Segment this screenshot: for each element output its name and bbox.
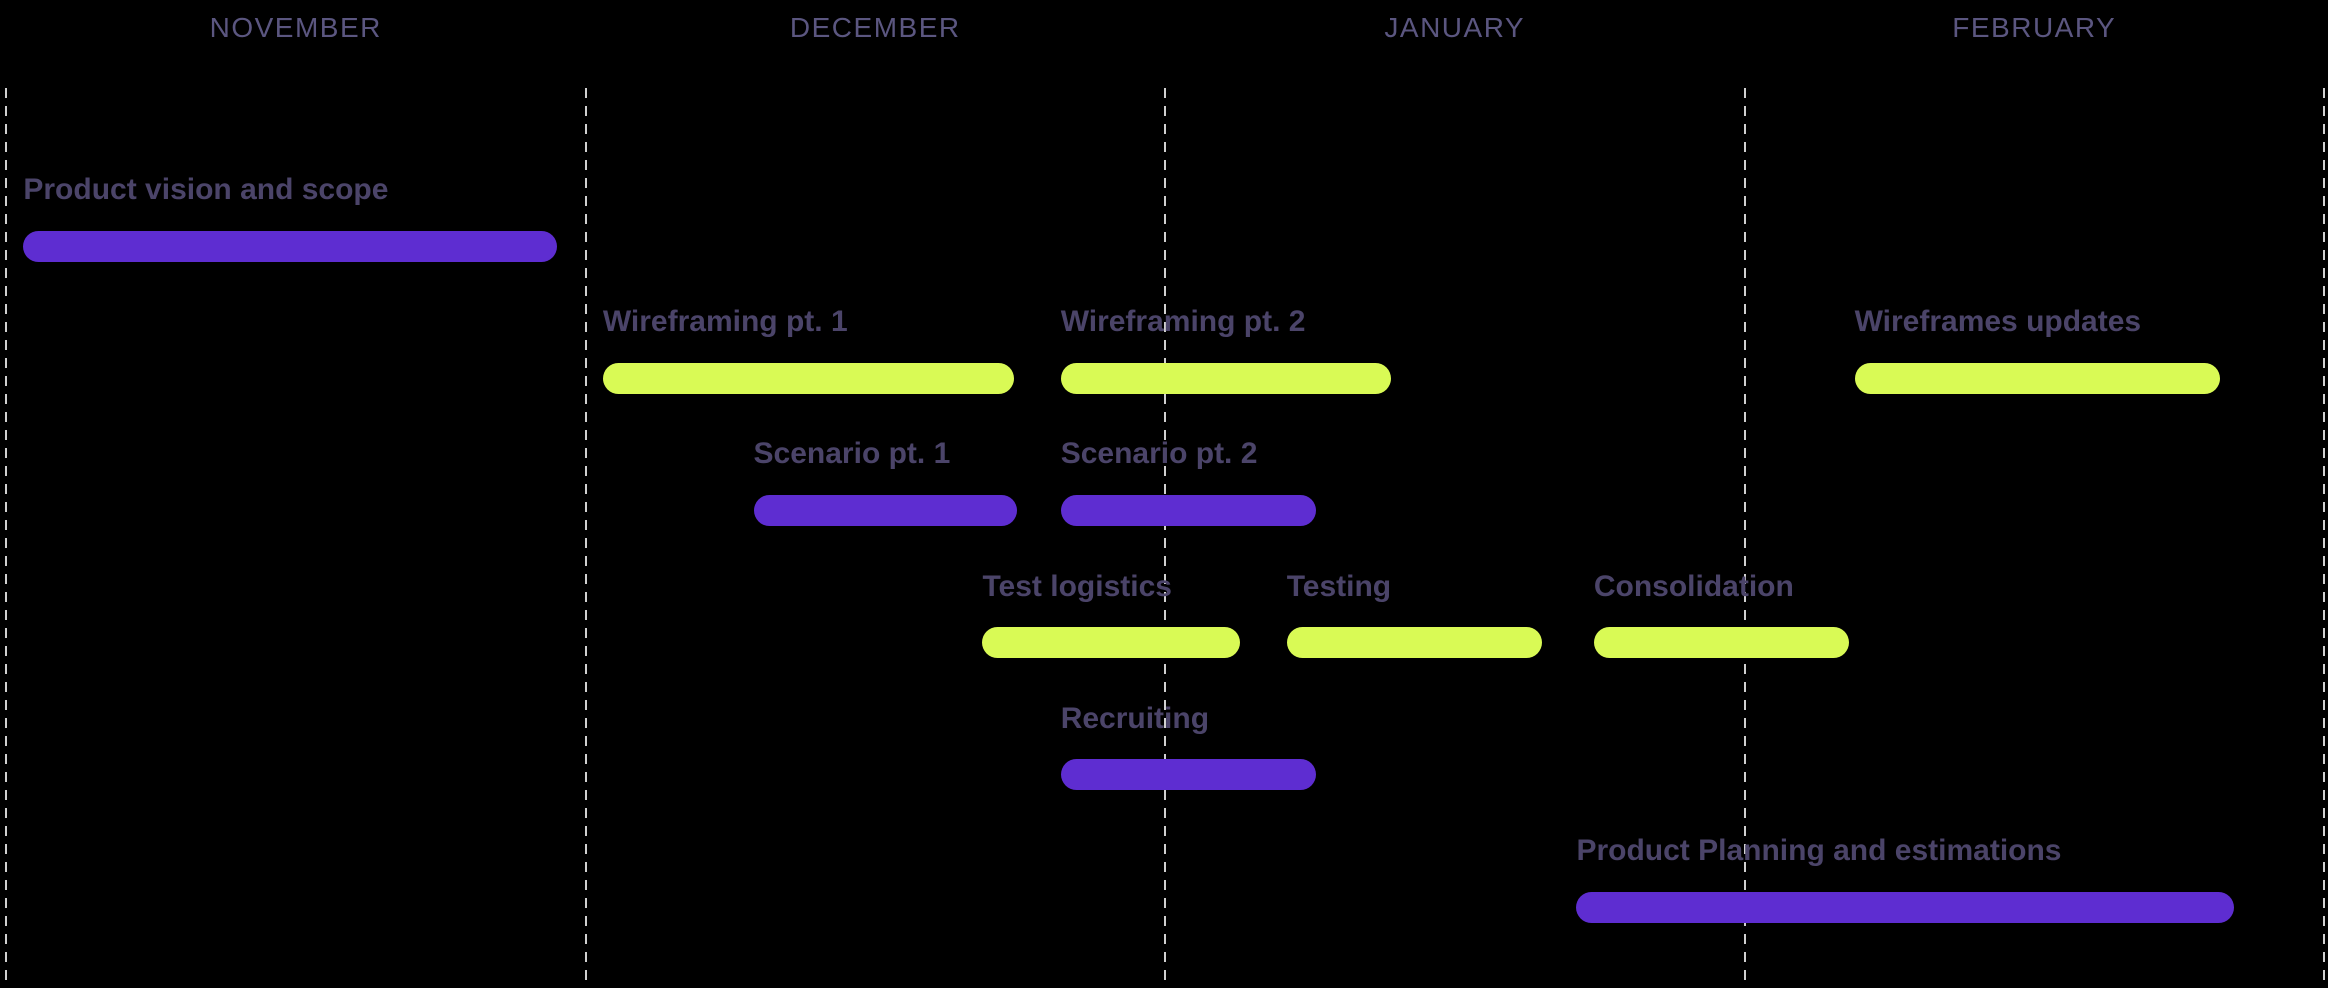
task-bar (1286, 627, 1542, 659)
month-label-december: DECEMBER (789, 12, 961, 43)
task-label: Scenario pt. 2 (1060, 437, 1258, 471)
month-gridline-4 (2323, 88, 2325, 988)
task-label: Product vision and scope (23, 173, 389, 206)
task-label: Wireframes updates (1854, 305, 2142, 339)
task-bar (1060, 494, 1316, 526)
task-bar (1060, 759, 1316, 791)
task-bar (753, 494, 1018, 526)
month-label-february: FEBRUARY (1952, 12, 2117, 43)
task-label: Scenario pt. 1 (753, 437, 951, 471)
task-label: Testing (1286, 569, 1392, 603)
task-bar (1593, 627, 1849, 659)
month-label-november: NOVEMBER (209, 12, 382, 43)
month-gridline-2 (1164, 88, 1166, 988)
task-bar (982, 627, 1241, 659)
task-bar (1576, 891, 2235, 923)
task-bar (602, 362, 1015, 394)
task-label: Recruiting (1060, 701, 1210, 735)
month-gridline-1 (584, 88, 587, 988)
month-label-january: JANUARY (1384, 12, 1526, 43)
task-label: Wireframing pt. 1 (602, 305, 848, 339)
task-label: Consolidation (1593, 569, 1794, 603)
task-bar (1854, 362, 2220, 394)
month-gridline-0 (5, 88, 7, 988)
task-label: Product Planning and estimations (1576, 834, 2062, 867)
task-label: Test logistics (982, 569, 1172, 603)
month-gridline-3 (1743, 88, 1746, 988)
task-bar (23, 230, 557, 262)
task-label: Wireframing pt. 2 (1060, 305, 1306, 339)
task-bar (1060, 362, 1391, 394)
